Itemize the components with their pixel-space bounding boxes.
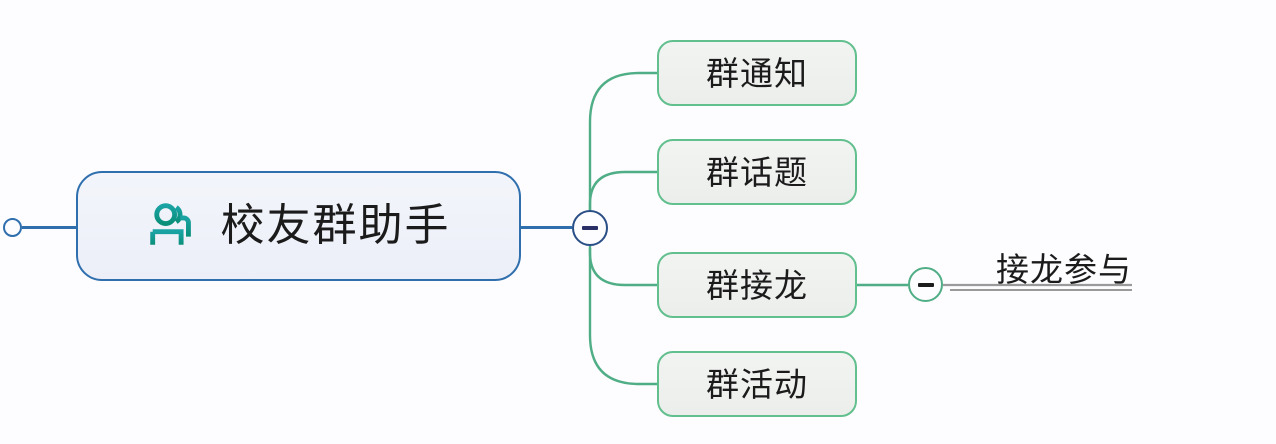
branch-node-group-notice[interactable]: 群通知 — [657, 40, 857, 106]
collapse-toggle-root[interactable] — [572, 210, 608, 246]
branch-node-label: 群接龙 — [706, 266, 808, 304]
branch-node-label: 群通知 — [706, 54, 808, 92]
connector-root-to-branch-1 — [588, 170, 657, 212]
minus-icon — [917, 282, 934, 287]
connector-root-to-branch-0 — [588, 71, 657, 210]
map-origin-dot[interactable] — [3, 218, 22, 237]
leaf-node-chain-participation[interactable]: 接龙参与 — [950, 243, 1132, 291]
branch-node-label: 群活动 — [706, 365, 808, 403]
connector-root-to-branch-2 — [588, 246, 657, 287]
root-node-label: 校友群助手 — [220, 201, 451, 250]
leaf-node-label: 接龙参与 — [996, 251, 1132, 289]
minus-icon — [582, 226, 598, 230]
collapse-toggle-chain[interactable] — [908, 267, 943, 302]
connector-root-to-branch-3 — [588, 248, 657, 386]
root-node[interactable]: 校友群助手 — [76, 171, 521, 281]
branch-node-label: 群话题 — [706, 153, 808, 191]
branch-node-group-topic[interactable]: 群话题 — [657, 139, 857, 205]
branch-node-group-activity[interactable]: 群活动 — [657, 351, 857, 417]
group-people-icon — [149, 203, 191, 245]
branch-node-group-chain[interactable]: 群接龙 — [657, 252, 857, 318]
